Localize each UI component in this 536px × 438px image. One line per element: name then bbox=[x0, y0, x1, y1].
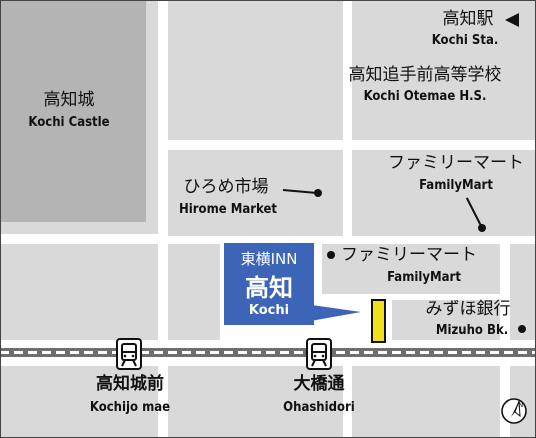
castle-label-en: Kochi Castle bbox=[28, 115, 110, 130]
otemae-school-label-en: Kochi Otemae H.S. bbox=[363, 89, 487, 104]
familymart-lower-marker bbox=[327, 251, 335, 259]
city-block bbox=[392, 300, 500, 340]
tram-stop-ohashidori-label-en: Ohashidori bbox=[283, 400, 355, 415]
compass-n-label: N bbox=[518, 401, 523, 409]
tram-stop-ohashidori-label: 大橋通 bbox=[293, 374, 345, 394]
hotel-name-branch: 高知 bbox=[245, 274, 293, 302]
castle-label: 高知城 bbox=[43, 90, 95, 110]
castle-grounds bbox=[0, 0, 146, 222]
mizuho-bank-label-en: Mizuho Bk. bbox=[435, 323, 509, 338]
city-block bbox=[0, 366, 158, 438]
familymart-lower-label: ファミリーマート bbox=[341, 245, 477, 265]
mizuho-bank-label: みずほ銀行 bbox=[425, 299, 511, 319]
city-block bbox=[352, 366, 500, 438]
city-block bbox=[168, 244, 220, 340]
city-block bbox=[352, 0, 536, 140]
tram-icon bbox=[306, 338, 332, 370]
hirome-market-marker bbox=[314, 189, 322, 197]
familymart-upper-label: ファミリーマート bbox=[388, 153, 524, 173]
compass-icon: N bbox=[501, 398, 527, 424]
hotel-location-marker bbox=[371, 299, 386, 343]
tram-line bbox=[0, 348, 536, 357]
hotel-name: 東横INN bbox=[240, 250, 298, 268]
city-block bbox=[168, 366, 343, 438]
familymart-lower-label-en: FamilyMart bbox=[387, 270, 461, 285]
kochi-station-label: 高知駅 bbox=[442, 9, 494, 29]
triangle-arrow-left-icon bbox=[505, 13, 519, 27]
hotel-callout: 東横INN 高知 Kochi bbox=[224, 243, 314, 325]
familymart-upper-label-en: FamilyMart bbox=[419, 178, 493, 193]
otemae-school-label: 高知追手前高等学校 bbox=[348, 65, 502, 85]
familymart-upper-marker bbox=[478, 224, 486, 232]
tram-stop-kochijo-mae-label: 高知城前 bbox=[96, 374, 164, 394]
city-block bbox=[0, 244, 158, 340]
city-block bbox=[352, 150, 536, 236]
city-block bbox=[168, 0, 343, 140]
mizuho-bank-marker bbox=[518, 325, 526, 333]
tram-icon bbox=[116, 338, 142, 370]
hirome-market-label: ひろめ市場 bbox=[183, 177, 269, 197]
hirome-market-label-en: Hirome Market bbox=[178, 202, 278, 217]
hotel-name-en: Kochi bbox=[248, 303, 290, 318]
kochi-station-label-en: Kochi Sta. bbox=[431, 33, 499, 48]
hotel-callout-pointer bbox=[305, 304, 361, 322]
tram-stop-kochijo-mae-label-en: Kochijo mae bbox=[89, 400, 171, 415]
city-block bbox=[322, 244, 500, 294]
city-block bbox=[510, 244, 536, 340]
